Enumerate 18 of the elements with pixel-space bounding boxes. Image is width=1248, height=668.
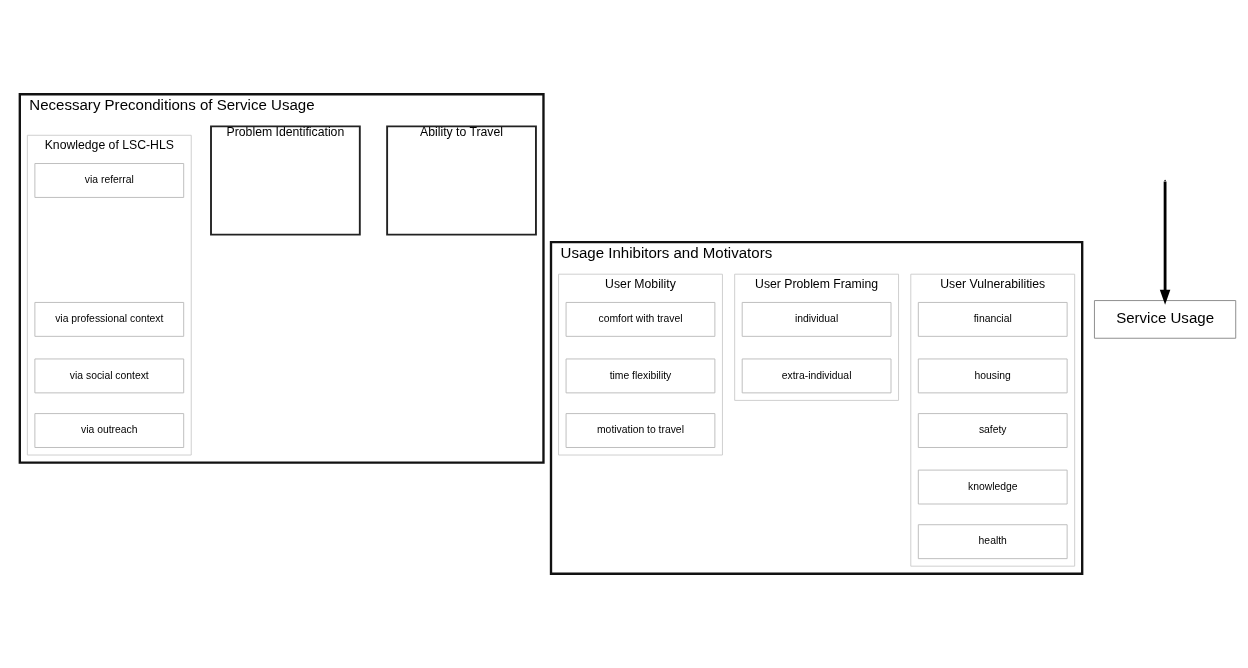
node-box: via referral: [34, 163, 185, 198]
node-box: Problem Identification: [210, 125, 361, 236]
node-box: via social context: [34, 358, 185, 394]
arrow: [1159, 181, 1171, 305]
node-box: via professional context: [34, 301, 185, 337]
node-box: motivation to travel: [565, 413, 716, 448]
node-box: financial: [917, 301, 1068, 337]
node-box: Service Usage: [1094, 300, 1237, 339]
node-box: individual: [741, 301, 892, 337]
node-box: comfort with travel: [565, 301, 716, 337]
node-box: safety: [917, 413, 1068, 448]
node-box: via outreach: [34, 413, 185, 448]
node-box: health: [917, 524, 1068, 560]
node-box: housing: [917, 358, 1068, 394]
node-box: Ability to Travel: [386, 125, 537, 236]
node-box: extra-individual: [741, 358, 892, 394]
node-box: knowledge: [917, 469, 1068, 505]
node-box: time flexibility: [565, 358, 716, 394]
